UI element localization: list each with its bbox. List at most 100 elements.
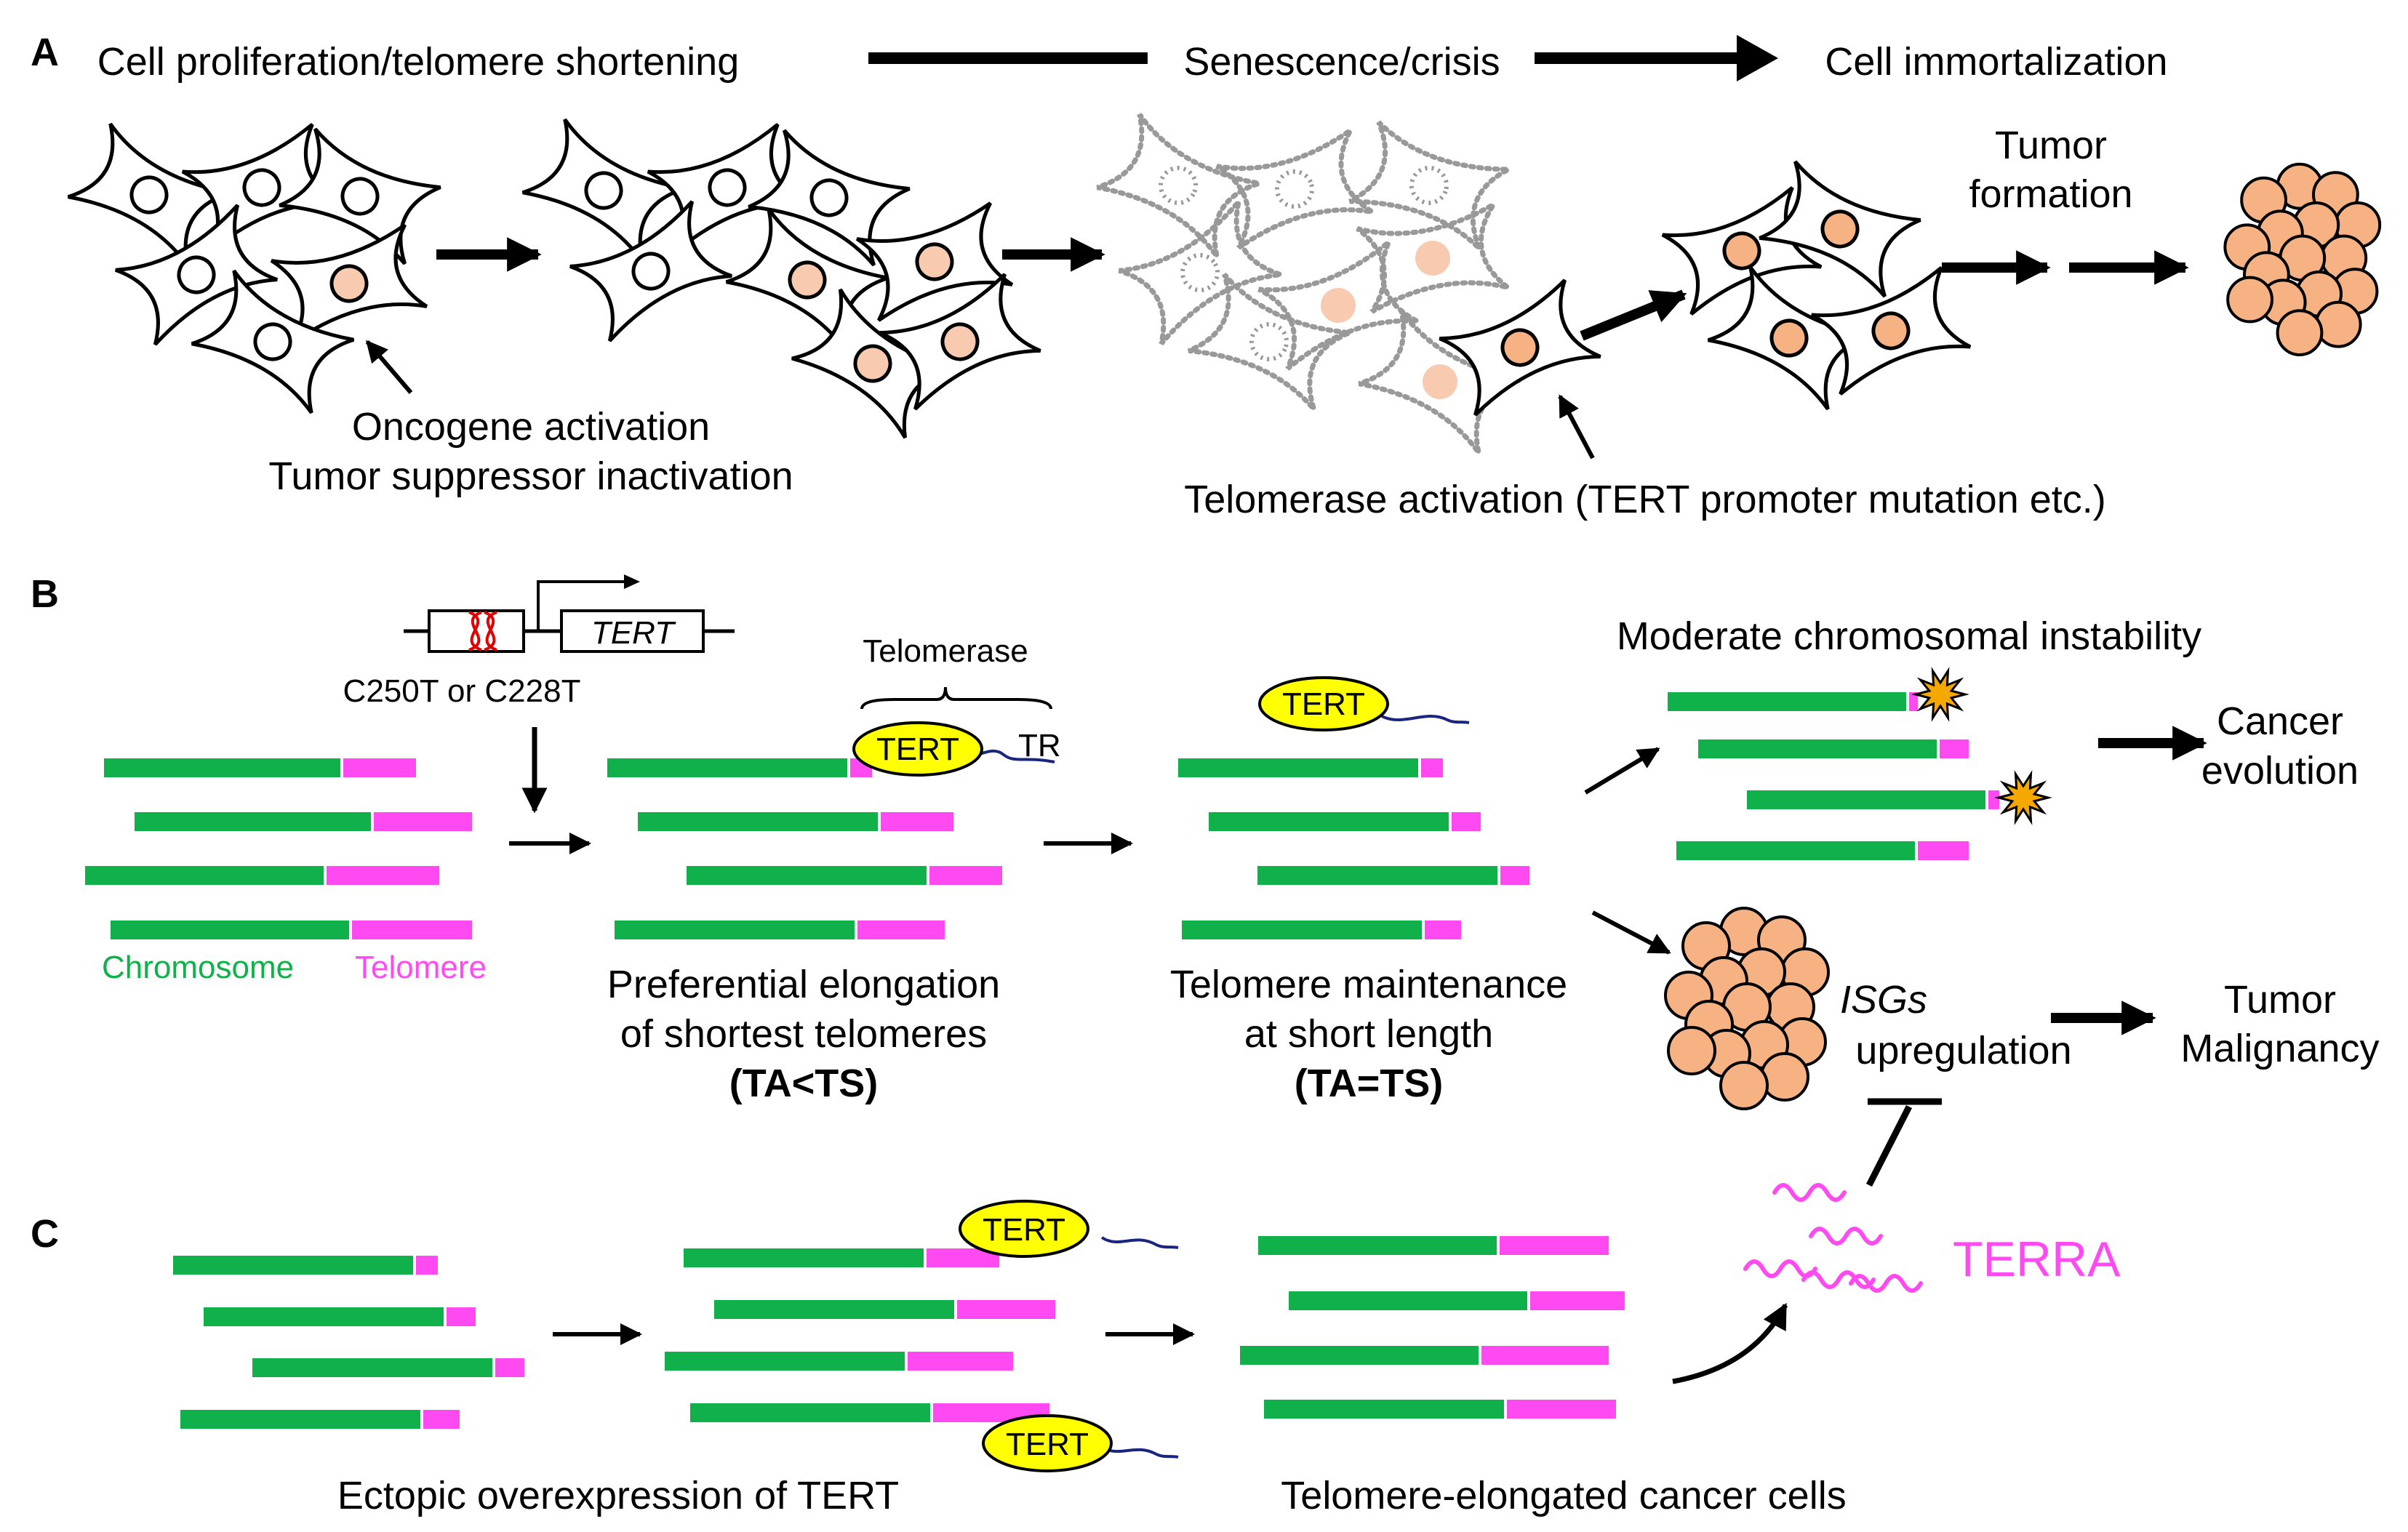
cell-immortal-0 <box>1439 278 1601 417</box>
telomere-bar-s3-1 <box>1698 739 1969 758</box>
cell-crisis-4 <box>1257 240 1419 371</box>
telomere-bar-s5-2 <box>665 1352 1013 1371</box>
terra-rna-icon <box>1743 1183 1923 1293</box>
telomere-bar-s6-2 <box>1240 1346 1609 1365</box>
telomere-bar-s4-2 <box>252 1358 524 1377</box>
cell-g1-5 <box>191 269 355 414</box>
malignancy-line1: Tumor <box>2224 978 2336 1022</box>
tumor-suppressor-label: Tumor suppressor inactivation <box>268 454 793 498</box>
telomere-bar-s0-0 <box>104 758 416 777</box>
legend-telomere: Telomere <box>355 950 487 985</box>
telomerase-label: Telomerase <box>863 633 1028 669</box>
tumor-mass-b <box>1664 907 1830 1110</box>
tumor-cell <box>1719 1061 1769 1110</box>
arrow-c-curve <box>1672 1302 1788 1384</box>
cell-g4-0 <box>1661 186 1823 316</box>
tr-rna-icon-c1 <box>1100 1236 1179 1249</box>
telomere-bar-s4-1 <box>204 1307 476 1326</box>
maintenance-line1: Telomere maintenance <box>1170 963 1567 1006</box>
stage-bar-1 <box>868 52 1148 64</box>
tert-protein-c1 <box>959 1200 1089 1258</box>
cell-g4-1 <box>1759 160 1921 298</box>
cell-crisis-7 <box>1358 309 1522 454</box>
panel-a-label: A <box>31 31 59 74</box>
telomere-bar-s6-1 <box>1289 1291 1625 1310</box>
telomerase-activation-label: Telomerase activation (TERT promoter mut… <box>1184 478 2106 521</box>
telomere-bar-groups <box>85 692 1999 1429</box>
cell-g2-7 <box>879 273 1041 411</box>
inhibition-line <box>1865 1104 1913 1187</box>
tert-protein-b2 <box>1258 676 1389 731</box>
telomere-bar-s3-0 <box>1668 692 1918 711</box>
telomere-bar-s2-2 <box>1257 866 1529 885</box>
cell-g1-4 <box>270 223 428 344</box>
tumor-cell <box>2276 309 2324 357</box>
telomere-bar-s5-0 <box>684 1248 999 1267</box>
telomere-bar-s0-3 <box>111 921 472 939</box>
panel-c-label: C <box>31 1212 59 1256</box>
oncogene-activation-label: Oncogene activation <box>352 405 710 449</box>
stage-senescence-label: Senescence/crisis <box>1183 40 1500 84</box>
telomere-bar-s5-3 <box>690 1403 1049 1422</box>
tumor-cell <box>1760 1052 1809 1102</box>
maintenance-ta-ts: (TA=TS) <box>1295 1062 1443 1105</box>
panel-b-label: B <box>31 572 59 616</box>
tert-protein-b1 <box>852 721 983 777</box>
terra-label: TERRA <box>1953 1232 2121 1287</box>
telomere-bar-s1-3 <box>615 921 945 939</box>
telomere-bar-s0-1 <box>135 812 472 831</box>
legend-chromosome: Chromosome <box>102 950 294 985</box>
tert-gene-schematic <box>404 574 735 653</box>
malignancy-line2: Malignancy <box>2180 1027 2379 1070</box>
telomere-bar-s6-0 <box>1258 1236 1609 1255</box>
panel-a-cell-groups <box>67 113 1972 454</box>
telomere-elongated-label: Telomere-elongated cancer cells <box>1281 1474 1846 1517</box>
pref-elongation-ta-ts: (TA<TS) <box>729 1062 878 1105</box>
telomerase-brace <box>860 686 1052 710</box>
cell-g2-3 <box>569 200 732 342</box>
tumor-cell <box>1667 1026 1716 1075</box>
cell-g2-6 <box>791 288 954 439</box>
isgs-label: ISGs <box>1840 978 1927 1022</box>
tumor-cell <box>2314 300 2362 348</box>
arrow-b-up <box>1584 747 1660 795</box>
cell-g1-3 <box>115 204 278 346</box>
pref-elongation-line2: of shortest telomeres <box>620 1012 987 1056</box>
tert-label-c1: TERT <box>983 1212 1065 1248</box>
instability-label: Moderate chromosomal instability <box>1617 614 2201 658</box>
tr-label: TR <box>1018 728 1061 763</box>
telomere-bar-s1-2 <box>687 866 1002 885</box>
arrow-b-down-right <box>1591 910 1671 955</box>
cell-crisis-1 <box>1215 128 1374 250</box>
instability-spark-2 <box>1994 770 2052 825</box>
cell-crisis-6 <box>1188 273 1351 411</box>
tr-rna-icon-c2 <box>1100 1445 1179 1459</box>
tert-protein-c2 <box>982 1414 1113 1472</box>
pointer-telomerase <box>1558 394 1595 460</box>
upregulation-label: upregulation <box>1855 1029 2071 1072</box>
tert-label-c2: TERT <box>1006 1427 1089 1462</box>
telomere-bar-s5-1 <box>714 1300 1055 1319</box>
pointer-oncogene <box>365 340 413 394</box>
ectopic-overexpression-label: Ectopic overexpression of TERT <box>337 1474 899 1517</box>
telomere-bar-s3-3 <box>1676 841 1969 860</box>
telomere-bar-s1-1 <box>638 812 953 831</box>
tert-label-b1: TERT <box>876 731 959 767</box>
telomere-bar-s0-2 <box>85 866 439 885</box>
cancer-evolution-line2: evolution <box>2201 749 2359 793</box>
telomere-bar-s6-3 <box>1264 1400 1616 1419</box>
cell-g4-2 <box>1707 265 1871 411</box>
tss-arrow-icon <box>624 574 640 589</box>
cell-crisis-3 <box>1118 199 1282 346</box>
cell-g2-5 <box>855 201 1014 322</box>
arrow-a-3 <box>1580 289 1687 341</box>
telomere-bar-s1-0 <box>607 758 872 777</box>
telomere-bar-s2-1 <box>1209 812 1481 831</box>
telomere-bar-s3-2 <box>1747 790 1999 809</box>
telomere-bar-s2-0 <box>1178 758 1443 777</box>
tert-label-b2: TERT <box>1282 686 1365 722</box>
telomere-bar-s4-0 <box>173 1256 438 1275</box>
stage-arrow-2 <box>1535 35 1778 81</box>
cancer-evolution-line1: Cancer <box>2217 699 2343 743</box>
